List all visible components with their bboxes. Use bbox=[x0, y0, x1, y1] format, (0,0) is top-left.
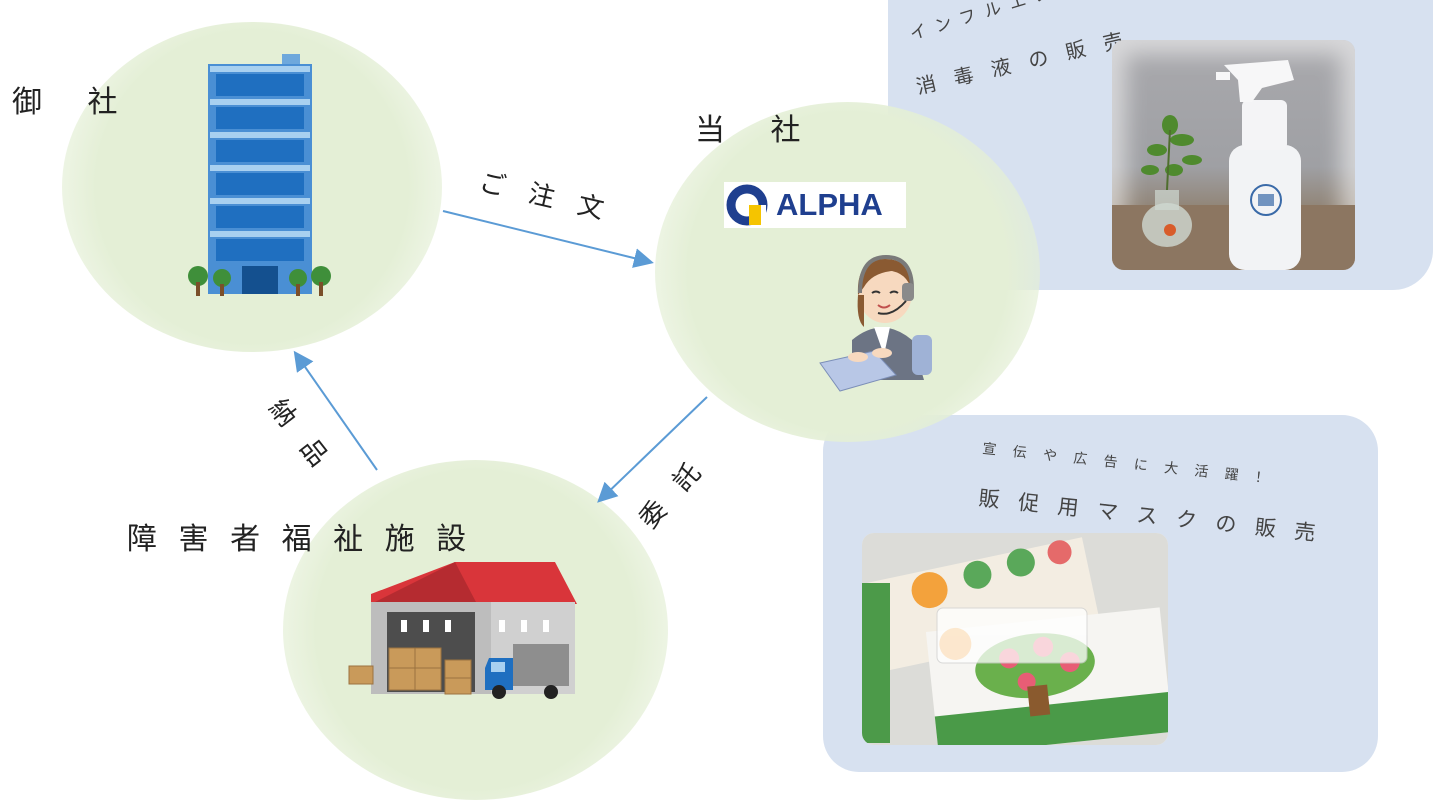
mask-photo bbox=[862, 533, 1168, 745]
truck-icon bbox=[485, 644, 569, 699]
order-label: ご 注 文 bbox=[476, 168, 614, 227]
disinfectant-photo bbox=[1112, 40, 1355, 270]
company-label: 当 社 bbox=[695, 113, 819, 148]
outsource-arrow bbox=[597, 396, 708, 503]
alpha-logo-mark-icon bbox=[726, 184, 768, 226]
promo-top-heading: インフルエンザ・ノロウイ 消 毒 液 の 販 売 bbox=[908, 0, 1160, 99]
alpha-logo: ALPHA bbox=[724, 182, 906, 228]
building-floors bbox=[210, 66, 310, 237]
office-building-icon bbox=[188, 54, 331, 296]
alpha-logo-text: ALPHA bbox=[776, 187, 883, 222]
delivery-arrow bbox=[293, 350, 378, 471]
operator-icon bbox=[819, 254, 932, 392]
facility-label: 障 害 者 福 祉 施 設 bbox=[127, 522, 473, 557]
disinfectant-illustration bbox=[1112, 60, 1355, 270]
boxes-icon bbox=[348, 647, 472, 695]
delivery-label: 納 品 bbox=[262, 394, 338, 479]
mask-illustration bbox=[862, 533, 1168, 745]
order-arrow bbox=[442, 210, 654, 268]
client-label: 御 社 bbox=[12, 85, 136, 120]
warehouse-icon bbox=[348, 562, 577, 699]
outsource-label: 委 託 bbox=[634, 452, 713, 535]
tree-icon bbox=[188, 266, 331, 296]
